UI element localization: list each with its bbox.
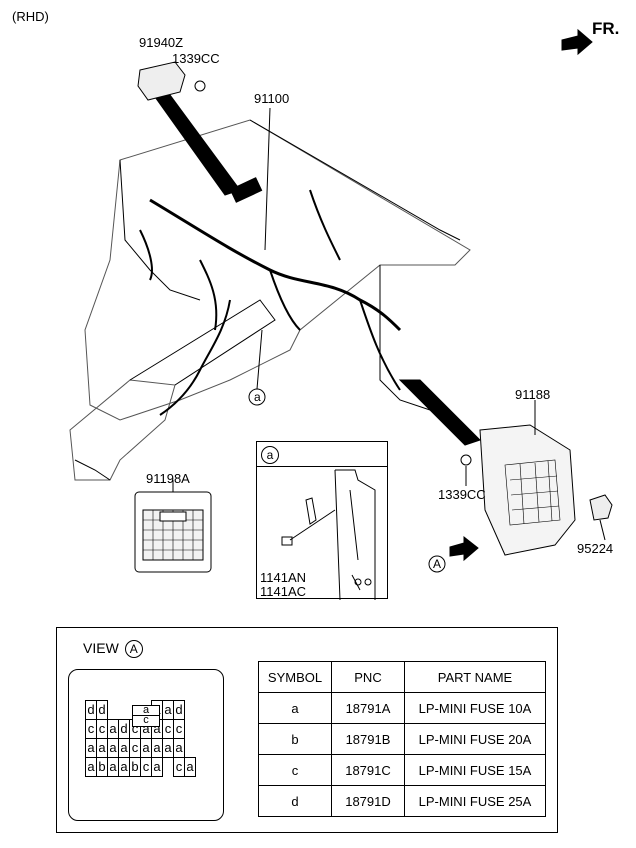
fuse-slot: a xyxy=(173,738,185,758)
fuse-slot: b xyxy=(96,757,108,777)
callout-bolt-2: 1141AC xyxy=(260,584,307,599)
parts-table-header: SYMBOL PNC PART NAME xyxy=(258,661,546,693)
fuse-slot: b xyxy=(129,757,141,777)
parts-table: SYMBOL PNC PART NAME a 18791A LP-MINI FU… xyxy=(258,661,546,817)
fuse-slot: a xyxy=(118,738,130,758)
relay-bottom-label: c xyxy=(133,715,159,726)
fuse-slot: c xyxy=(173,719,185,739)
callout-junction-box: 91188 xyxy=(515,387,551,402)
fuse-gap xyxy=(119,701,130,720)
header-symbol: SYMBOL xyxy=(258,661,332,693)
cell-pnc: 18791B xyxy=(331,723,405,755)
fuse-slot: a xyxy=(118,757,130,777)
cell-symbol: d xyxy=(258,785,332,817)
fuse-slot: c xyxy=(140,757,152,777)
callout-nut-right: 1339CC xyxy=(438,487,486,502)
view-a-panel: VIEW A d d a a d c c a d c a a xyxy=(56,627,558,833)
cell-pnc: 18791C xyxy=(331,754,405,786)
cell-pnc: 18791A xyxy=(331,692,405,724)
view-title-text: VIEW xyxy=(83,640,119,656)
fuse-slot: a xyxy=(140,738,152,758)
header-pnc: PNC xyxy=(331,661,405,693)
table-row: c 18791C LP-MINI FUSE 15A xyxy=(258,754,546,786)
fuse-slot: a xyxy=(107,757,119,777)
fuse-slot: a xyxy=(184,757,196,777)
fuse-slot: a xyxy=(96,738,108,758)
fuse-slot: a xyxy=(107,738,119,758)
callout-relay: 95224 xyxy=(577,541,614,556)
cell-part-name: LP-MINI FUSE 20A xyxy=(404,723,546,755)
front-direction-label: FR. xyxy=(592,19,620,38)
table-row: b 18791B LP-MINI FUSE 20A xyxy=(258,723,546,755)
cell-symbol: b xyxy=(258,723,332,755)
view-marker: A xyxy=(124,640,143,658)
fuse-slot: d xyxy=(85,700,97,720)
cell-part-name: LP-MINI FUSE 25A xyxy=(404,785,546,817)
detail-a-inset: a xyxy=(256,441,388,599)
view-a-marker: A xyxy=(433,557,442,571)
fuse-slot: a xyxy=(107,719,119,739)
fuse-slot: a xyxy=(85,738,97,758)
fuse-row: a b a a b c a c a xyxy=(85,757,196,777)
fuse-slot: a xyxy=(162,700,174,720)
callout-module-top: 91940Z xyxy=(139,35,184,50)
header-part-name: PART NAME xyxy=(404,661,546,693)
cell-pnc: 18791D xyxy=(331,785,405,817)
fuse-layout: d d a a d c c a d c a a c c xyxy=(68,669,224,821)
callout-nut-top: 1339CC xyxy=(172,51,220,66)
fuse-slot: a xyxy=(85,757,97,777)
relay-top-label: a xyxy=(142,704,150,716)
cell-part-name: LP-MINI FUSE 15A xyxy=(404,754,546,786)
fuse-slot: a xyxy=(162,738,174,758)
fuse-slot: d xyxy=(96,700,108,720)
callout-main-harness: 91100 xyxy=(254,91,290,106)
fuse-row: a a a a c a a a a xyxy=(85,738,196,758)
fuse-slot: a xyxy=(151,757,163,777)
detail-a-tag: a xyxy=(261,446,279,464)
fuse-slot: c xyxy=(96,719,108,739)
fuse-slot: c xyxy=(173,757,185,777)
fuse-slot: d xyxy=(173,700,185,720)
cell-part-name: LP-MINI FUSE 10A xyxy=(404,692,546,724)
fuse-center-relay: a c xyxy=(132,705,160,727)
view-title: VIEW A xyxy=(83,640,143,658)
fuse-gap xyxy=(163,758,174,777)
table-row: d 18791D LP-MINI FUSE 25A xyxy=(258,785,546,817)
table-row: a 18791A LP-MINI FUSE 10A xyxy=(258,692,546,724)
detail-a-divider xyxy=(257,466,387,467)
callout-fuse-cover: 91198A xyxy=(146,471,190,486)
detail-a-marker: a xyxy=(254,390,261,404)
variant-label: (RHD) xyxy=(12,9,49,24)
fuse-gap xyxy=(108,701,119,720)
callout-bolt-1: 1141AN xyxy=(260,570,307,585)
fuse-slot: a xyxy=(151,738,163,758)
fuse-slot: c xyxy=(162,719,174,739)
cell-symbol: a xyxy=(258,692,332,724)
fuse-slot: c xyxy=(85,719,97,739)
cell-symbol: c xyxy=(258,754,332,786)
fuse-slot: d xyxy=(118,719,130,739)
fuse-slot: c xyxy=(129,738,141,758)
